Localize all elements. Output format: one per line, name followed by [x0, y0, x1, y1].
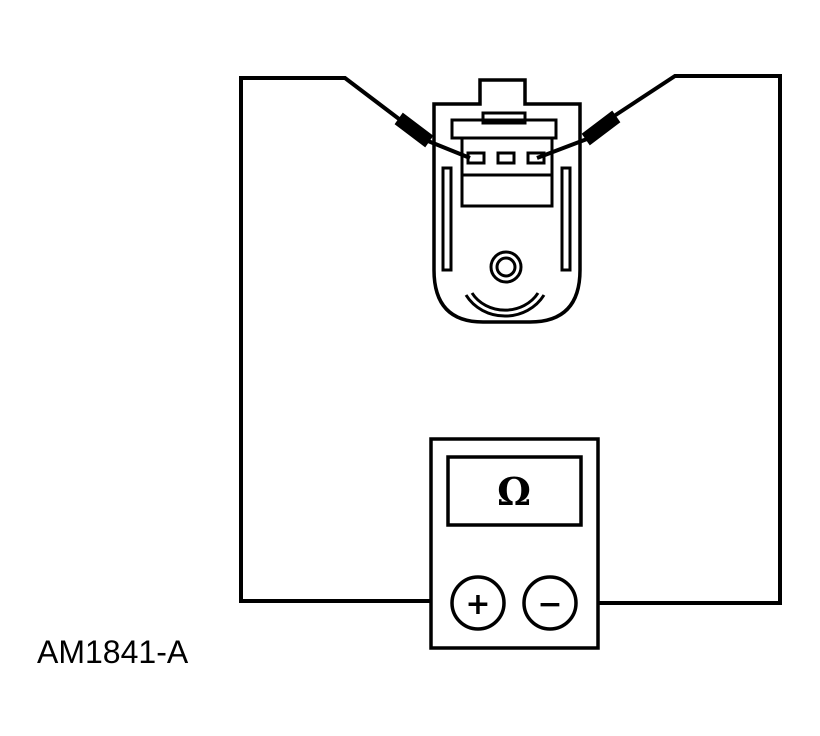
left-lead-wire: [239, 76, 452, 603]
sensor-housing: [432, 78, 582, 324]
connector-block: [460, 136, 554, 208]
pin-slot-2: [496, 151, 516, 165]
right-probe: [581, 110, 621, 146]
sensor-shaft-outer: [489, 250, 523, 284]
meter-display: [446, 455, 583, 527]
pin-slot-1: [466, 151, 486, 165]
right-lead-wire: [573, 74, 782, 605]
left-guide-rail: [441, 166, 453, 272]
sensor-shaft-inner: [495, 256, 517, 278]
right-guide-rail: [560, 166, 572, 272]
test-probe-icon: [394, 110, 621, 160]
left-probe: [394, 112, 434, 148]
negative-terminal-label: −: [537, 587, 562, 622]
pin-slot-3: [526, 151, 546, 165]
left-probe-tip: [427, 139, 471, 160]
sensor-arc: [464, 294, 546, 318]
positive-terminal-label: +: [465, 587, 490, 622]
negative-terminal[interactable]: [522, 575, 578, 631]
meter-display-symbol: Ω: [497, 469, 531, 514]
sensor-connector-icon: [432, 78, 582, 324]
sensor-arc-inner: [470, 292, 540, 312]
ohmmeter-icon: Ω + −: [429, 437, 600, 650]
figure-id-label: AM1841-A: [37, 634, 189, 670]
positive-terminal[interactable]: [450, 575, 506, 631]
right-probe-tip: [536, 137, 588, 160]
connector-notch: [481, 111, 527, 125]
circuit-wires: [239, 74, 782, 605]
